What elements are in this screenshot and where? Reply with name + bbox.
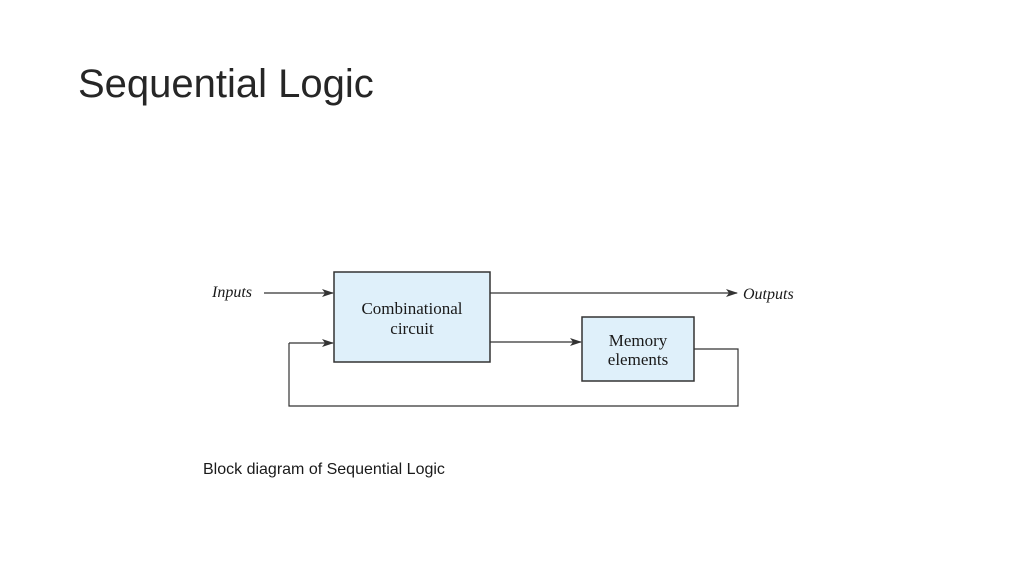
feedback-loop [288,343,739,407]
memory-elements-label-line1: Memory [609,331,668,350]
combinational-circuit-block [333,271,491,363]
combinational-circuit-label-line2: circuit [390,319,434,338]
diagram-caption: Block diagram of Sequential Logic [203,461,445,478]
slide-title: Sequential Logic [78,62,374,106]
memory-elements-label-line2: elements [608,350,668,369]
inputs-label: Inputs [211,284,252,301]
combinational-circuit-label-line1: Combinational [361,299,462,318]
outputs-label: Outputs [743,286,794,303]
